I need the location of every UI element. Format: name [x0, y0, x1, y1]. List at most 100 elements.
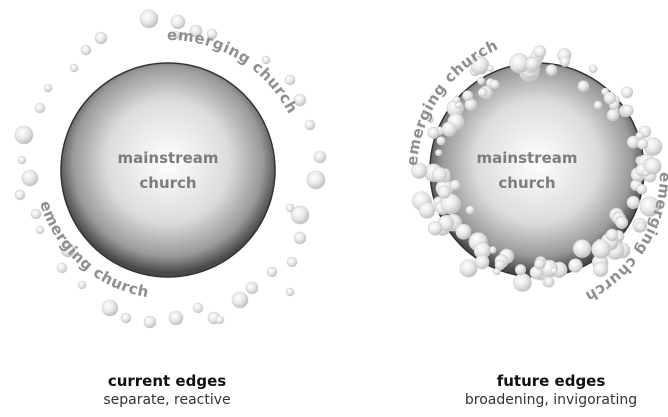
right-bubbles: [411, 45, 663, 292]
bubble: [477, 87, 488, 98]
bubble: [171, 30, 181, 40]
bubble: [304, 119, 316, 131]
bubble: [231, 291, 249, 309]
left-diagram: mainstream church emerging church emergi…: [14, 9, 327, 329]
bubble: [14, 189, 26, 201]
bubble: [455, 223, 472, 240]
bubble: [293, 93, 307, 107]
bubble: [206, 28, 218, 40]
bubble: [101, 299, 119, 317]
bubble: [290, 205, 310, 225]
bubble: [452, 96, 461, 104]
left-caption-title: current edges: [107, 372, 227, 390]
bubble: [35, 225, 45, 235]
bubble: [427, 221, 443, 236]
bubble: [626, 195, 640, 210]
bubble: [644, 157, 662, 175]
bubble: [17, 155, 27, 165]
bubble: [436, 136, 446, 146]
bubble: [636, 184, 648, 195]
bubble: [534, 258, 546, 270]
bubble: [550, 267, 558, 275]
bubble: [588, 64, 598, 74]
bubble: [615, 216, 629, 229]
bubble: [285, 203, 295, 213]
left-mainstream-circle: [60, 62, 276, 278]
bubble: [435, 149, 443, 157]
bubble: [545, 64, 558, 76]
bubble: [568, 258, 583, 273]
bubble: [80, 44, 92, 56]
right-caption-subtitle: broadening, invigorating: [464, 392, 638, 408]
bubble: [14, 125, 34, 145]
right-core-label-line2: church: [498, 174, 555, 192]
bubble: [603, 91, 617, 105]
bubble: [572, 239, 592, 258]
bubble: [286, 256, 298, 268]
bubble: [427, 126, 440, 139]
bubble: [77, 280, 87, 290]
bubble: [591, 239, 611, 259]
bubble: [462, 90, 474, 102]
bubble: [426, 116, 434, 124]
bubble: [621, 104, 634, 117]
bubble: [459, 259, 478, 278]
bubble: [34, 102, 46, 114]
left-core-label-line2: church: [139, 174, 196, 192]
bubble: [30, 208, 42, 220]
bubble: [418, 201, 436, 219]
left-caption: current edges separate, reactive: [37, 371, 297, 410]
bubble: [170, 14, 186, 30]
bubble: [261, 55, 271, 65]
bubble: [411, 162, 428, 179]
bubble: [94, 31, 108, 45]
left-caption-subtitle: separate, reactive: [103, 392, 231, 408]
bubble: [56, 262, 68, 274]
bubble: [449, 179, 461, 191]
bubble: [543, 276, 555, 288]
bubble: [43, 83, 53, 93]
bubble: [470, 55, 490, 75]
bubble: [437, 185, 452, 199]
bubble: [514, 264, 527, 276]
bubble: [306, 170, 326, 190]
bubble: [266, 266, 278, 278]
bubble: [559, 56, 571, 68]
bubble: [69, 63, 79, 73]
right-caption-title: future edges: [496, 372, 606, 390]
bubble: [533, 45, 547, 59]
bubble: [285, 287, 295, 297]
left-core-label-line1: mainstream: [118, 149, 219, 167]
bubble: [192, 302, 204, 314]
right-diagram: mainstream church emerging church emergi…: [403, 36, 668, 306]
bubble: [441, 121, 457, 137]
bubble: [494, 259, 506, 271]
bubble: [489, 79, 500, 90]
bubble: [139, 9, 159, 29]
bubble: [605, 228, 619, 242]
bubble: [60, 242, 76, 258]
bubble: [606, 108, 619, 122]
bubble: [284, 74, 296, 86]
bubble: [635, 131, 645, 141]
bubble: [189, 24, 203, 38]
bubble: [432, 167, 448, 183]
bubble: [621, 86, 634, 99]
bubble: [513, 273, 532, 292]
right-caption: future edges broadening, invigorating: [421, 371, 668, 410]
bubble: [477, 76, 486, 85]
bubble: [21, 169, 39, 187]
bubble: [313, 150, 327, 164]
bubble: [593, 100, 603, 110]
bubble: [635, 221, 646, 232]
bubble: [465, 205, 475, 215]
left-bubbles: [14, 9, 327, 329]
bubble: [120, 312, 132, 324]
bubble: [293, 231, 307, 245]
bubble: [593, 261, 609, 278]
bubble: [215, 315, 225, 325]
bubble: [143, 315, 157, 329]
bubble: [636, 138, 649, 150]
bubble: [474, 254, 490, 270]
